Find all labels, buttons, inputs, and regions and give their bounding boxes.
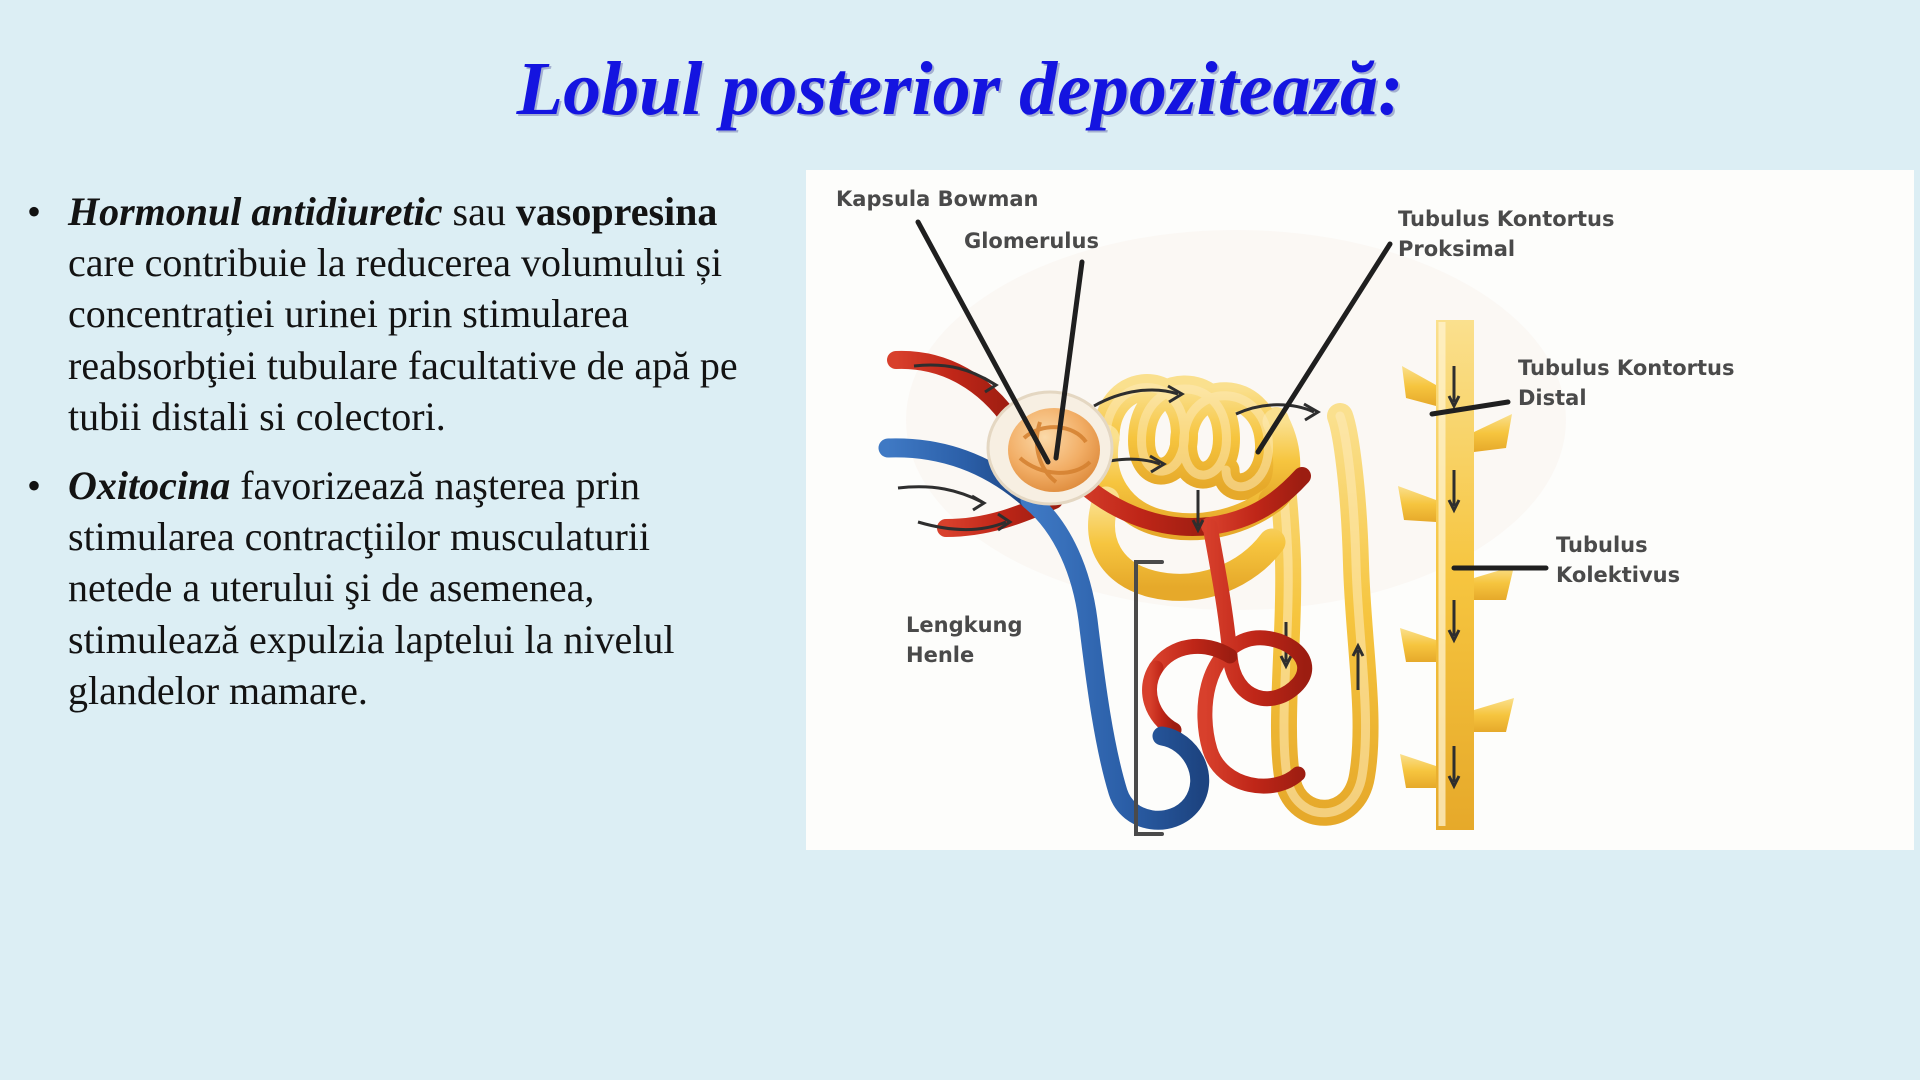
bullet-text-adh: Hormonul antidiuretic sau vasopresina ca… xyxy=(68,186,790,442)
label-glomerulus: Glomerulus xyxy=(964,229,1099,253)
loop-of-henle-shape xyxy=(1263,403,1379,826)
bullet-text-oxytocin: Oxitocina favorizează naşterea prin stim… xyxy=(68,460,790,716)
loop-bracket xyxy=(1134,560,1164,836)
bullet-connector: sau xyxy=(442,189,516,234)
bullet-lead-emphasis: Oxitocina xyxy=(68,462,231,508)
label-tubulus-distal-2: Distal xyxy=(1518,386,1587,410)
bullet-lead-emphasis: Hormonul antidiuretic xyxy=(68,189,443,234)
bullet-lead-bold: vasopresina xyxy=(515,189,718,234)
bullet-body: favorizează naşterea prin stimularea con… xyxy=(68,462,675,713)
label-tubulus-proksimal-2: Proksimal xyxy=(1398,237,1515,261)
label-tubulus-proksimal: Tubulus Kontortus xyxy=(1398,207,1615,231)
capillary-network-shape xyxy=(1142,518,1313,794)
nephron-diagram: Kapsula Bowman Glomerulus Tubulus Kontor… xyxy=(806,170,1914,850)
bullet-marker-icon: • xyxy=(26,462,41,508)
glomerulus-shape xyxy=(986,390,1114,506)
label-lengkung-henle-2: Henle xyxy=(906,643,974,667)
leader-lines xyxy=(915,219,1549,571)
bullet-body: care contribuie la reducerea volumului ș… xyxy=(68,240,738,439)
label-tubulus-kolektivus-2: Kolektivus xyxy=(1556,563,1680,587)
bullet-list: • Hormonul antidiuretic sau vasopresina … xyxy=(0,186,790,734)
collecting-duct-shape xyxy=(1398,320,1514,830)
label-tubulus-distal: Tubulus Kontortus xyxy=(1518,356,1735,380)
nephron-illustration: Kapsula Bowman Glomerulus Tubulus Kontor… xyxy=(806,170,1914,850)
figure-labels: Kapsula Bowman Glomerulus Tubulus Kontor… xyxy=(836,187,1735,667)
label-tubulus-kolektivus: Tubulus xyxy=(1556,533,1648,557)
page-title: Lobul posterior depozitează: xyxy=(516,47,1404,131)
label-kapsula-bowman: Kapsula Bowman xyxy=(836,187,1038,211)
list-item: • Hormonul antidiuretic sau vasopresina … xyxy=(0,186,790,442)
bullet-marker-icon: • xyxy=(26,189,41,234)
list-item: • Oxitocina favorizează naşterea prin st… xyxy=(0,460,790,716)
label-lengkung-henle: Lengkung xyxy=(906,613,1023,637)
